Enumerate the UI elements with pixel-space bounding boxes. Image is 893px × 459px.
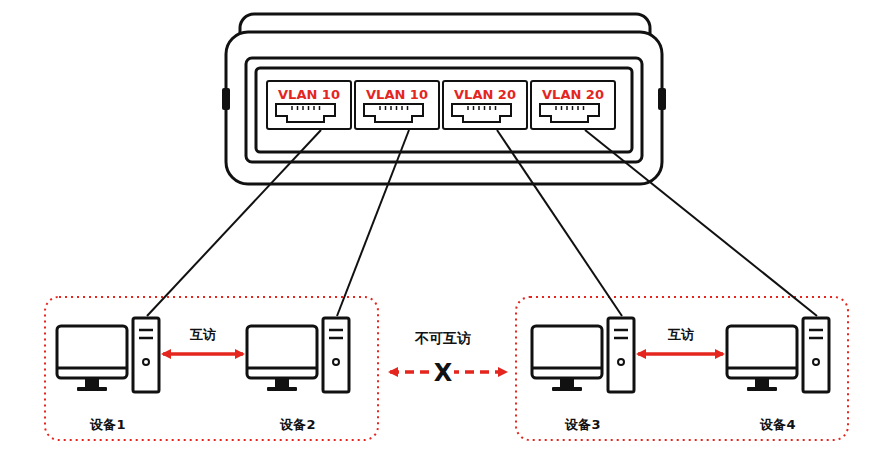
vlan-label: VLAN 20 xyxy=(532,87,614,103)
socket-pin xyxy=(390,106,392,110)
socket-pin xyxy=(495,106,497,110)
socket-outline xyxy=(364,104,423,122)
monitor-bezel xyxy=(57,367,127,370)
socket-pin xyxy=(484,106,486,110)
monitor-stand xyxy=(85,378,99,388)
tower xyxy=(803,318,829,392)
switch-port: VLAN 20 xyxy=(530,80,616,130)
socket-pin xyxy=(407,106,409,110)
device-label: 设备4 xyxy=(725,416,831,434)
monitor-bezel xyxy=(532,367,602,370)
edge-label: 互访 xyxy=(190,326,216,344)
side-notch xyxy=(222,88,230,110)
vlan-group xyxy=(45,297,378,440)
pc-icon xyxy=(725,316,831,398)
edge-label: 互访 xyxy=(668,326,694,344)
monitor xyxy=(532,326,602,378)
monitor-stand xyxy=(275,378,289,388)
pc-icon xyxy=(55,316,161,398)
socket-outline xyxy=(276,104,335,122)
blocked-mark: X xyxy=(432,360,455,386)
socket-pin xyxy=(572,106,574,110)
monitor-bezel xyxy=(247,367,317,370)
socket-pin xyxy=(489,106,491,110)
access-arrow xyxy=(638,352,723,356)
tower-slot xyxy=(329,329,343,332)
monitor-base xyxy=(552,387,582,391)
tower xyxy=(608,318,634,392)
vlan-group xyxy=(516,297,848,440)
port-cable xyxy=(337,130,409,316)
device-label: 设备1 xyxy=(55,416,161,434)
socket-outline xyxy=(540,104,599,122)
socket-pin xyxy=(561,106,563,110)
socket-pin xyxy=(396,106,398,110)
side-notch xyxy=(658,88,666,110)
tower-slot xyxy=(614,329,628,332)
socket-pin xyxy=(308,106,310,110)
socket-pin xyxy=(297,106,299,110)
vlan-label: VLAN 10 xyxy=(356,87,438,103)
tower-button xyxy=(813,359,819,365)
monitor-stand xyxy=(560,378,574,388)
port-cable xyxy=(585,130,817,316)
monitor-base xyxy=(747,387,777,391)
socket-pin xyxy=(385,106,387,110)
tower-slot xyxy=(809,337,823,340)
tower-slot xyxy=(139,329,153,332)
device: 设备1 xyxy=(55,316,161,434)
socket-pin xyxy=(379,106,381,110)
device: 设备4 xyxy=(725,316,831,434)
tower-slot xyxy=(809,329,823,332)
switch-port: VLAN 10 xyxy=(354,80,440,130)
vlan-label: VLAN 10 xyxy=(268,87,350,103)
tower xyxy=(133,318,159,392)
access-arrow xyxy=(163,352,243,356)
tower-slot xyxy=(139,337,153,340)
tower-button xyxy=(143,359,149,365)
port-cable xyxy=(497,130,622,316)
socket-pin xyxy=(478,106,480,110)
device-label: 设备2 xyxy=(245,416,351,434)
tower-slot xyxy=(329,337,343,340)
socket-pin xyxy=(401,106,403,110)
switch-port: VLAN 10 xyxy=(266,80,352,130)
device: 设备2 xyxy=(245,316,351,434)
socket-pin xyxy=(577,106,579,110)
tower-slot xyxy=(614,337,628,340)
pc-icon xyxy=(530,316,636,398)
tower xyxy=(323,318,349,392)
tower-button xyxy=(618,359,624,365)
socket-pin xyxy=(319,106,321,110)
monitor xyxy=(727,326,797,378)
pc-icon xyxy=(245,316,351,398)
socket-pin xyxy=(291,106,293,110)
monitor-bezel xyxy=(727,367,797,370)
device: 设备3 xyxy=(530,316,636,434)
socket-outline xyxy=(452,104,511,122)
monitor xyxy=(247,326,317,378)
note-label: 不可互访 xyxy=(413,330,473,346)
socket-pin xyxy=(555,106,557,110)
monitor xyxy=(57,326,127,378)
socket-pin xyxy=(473,106,475,110)
monitor-base xyxy=(77,387,107,391)
switch-port: VLAN 20 xyxy=(442,80,528,130)
vlan-label: VLAN 20 xyxy=(444,87,526,103)
device-label: 设备3 xyxy=(530,416,636,434)
socket-pin xyxy=(313,106,315,110)
socket-pin xyxy=(583,106,585,110)
socket-pin xyxy=(566,106,568,110)
tower-button xyxy=(333,359,339,365)
port-cable xyxy=(147,130,321,316)
monitor-base xyxy=(267,387,297,391)
socket-pin xyxy=(467,106,469,110)
monitor-stand xyxy=(755,378,769,388)
socket-pin xyxy=(302,106,304,110)
